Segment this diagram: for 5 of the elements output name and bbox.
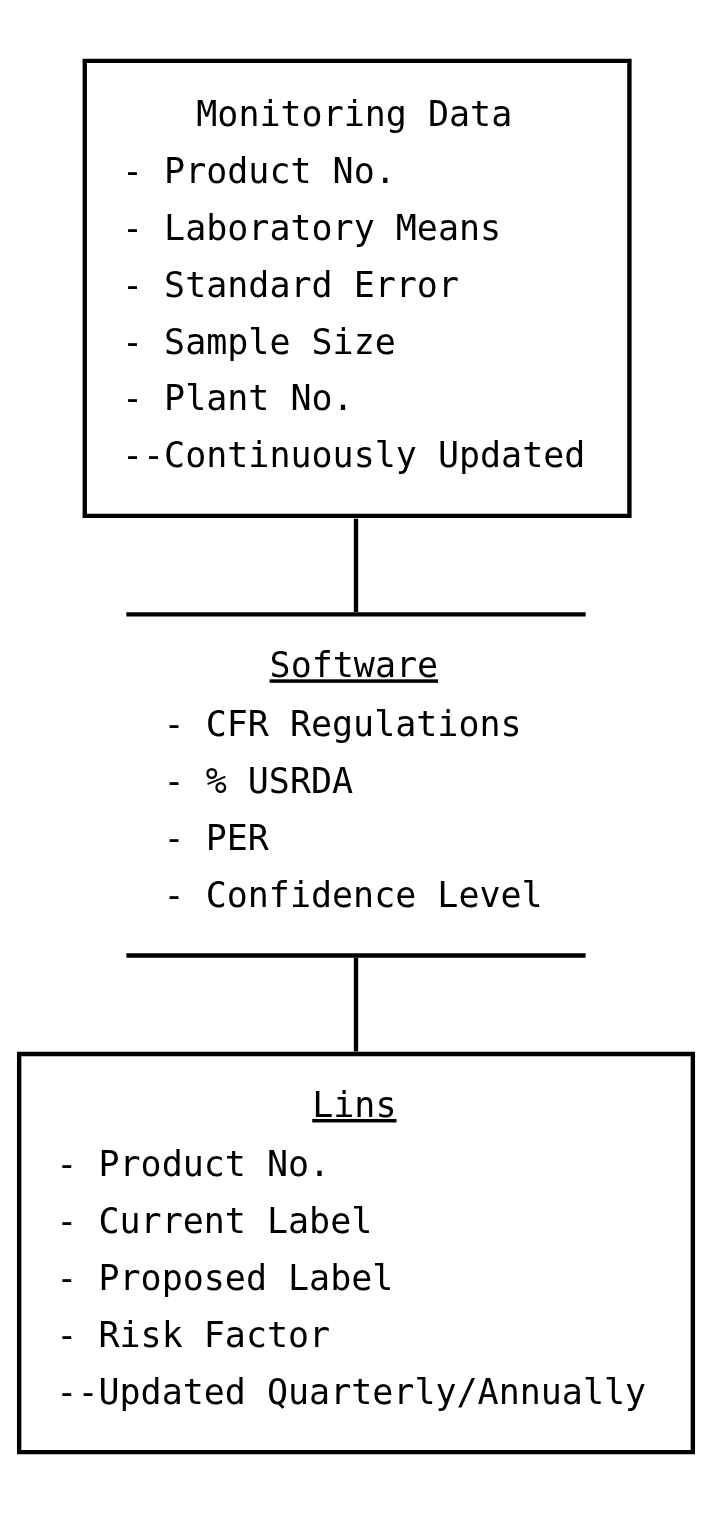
node-text: Software - CFR Regulations - % USRDA - PER - Confidence Level: [163, 645, 543, 915]
node-box: Monitoring Data - Product No. - Laboratory Means - Standard Error - Sample Size - Plant No. --Continuously Updated: [82, 58, 632, 519]
connector: [353, 957, 359, 1052]
node-box: Lins - Product No. - Current Label - Proposed Label - Risk Factor --Updated Quarterly/Annually: [16, 1051, 696, 1455]
connector: [353, 518, 359, 613]
